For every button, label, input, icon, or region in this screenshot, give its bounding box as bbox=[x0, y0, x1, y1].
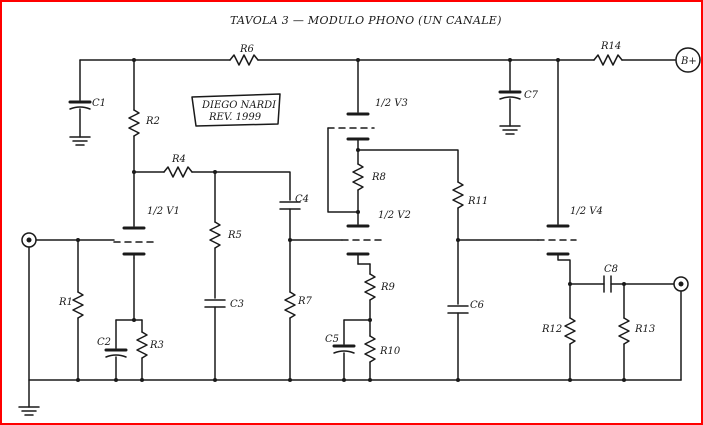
resistor-r11 bbox=[452, 181, 464, 241]
author-stamp-revision: REV. 1999 bbox=[208, 112, 262, 123]
label-v1: 1/2 V1 bbox=[147, 206, 180, 217]
input-terminal[interactable] bbox=[21, 232, 37, 248]
capacitor-c5 bbox=[332, 319, 356, 381]
label-r5: R5 bbox=[227, 230, 242, 241]
label-c5: C5 bbox=[325, 334, 339, 345]
resistor-r2 bbox=[128, 59, 140, 173]
label-c3: C3 bbox=[230, 299, 244, 310]
label-c2: C2 bbox=[97, 337, 111, 348]
author-stamp: DIEGO NARDI REV. 1999 bbox=[191, 93, 281, 127]
top-supply-rail bbox=[79, 54, 676, 66]
schematic-title: TAVOLA 3 — MODULO PHONO (UN CANALE) bbox=[230, 14, 502, 27]
resistor-r8 bbox=[352, 149, 364, 213]
label-r7: R7 bbox=[297, 296, 313, 307]
resistor-r9 bbox=[364, 263, 376, 321]
label-c6: C6 bbox=[470, 300, 485, 311]
capacitor-c3 bbox=[204, 299, 226, 381]
resistor-r7 bbox=[284, 239, 296, 381]
capacitor-c8 bbox=[603, 275, 675, 293]
label-c7: C7 bbox=[524, 90, 539, 101]
label-r10: R10 bbox=[379, 346, 401, 357]
output-terminal[interactable] bbox=[673, 276, 689, 381]
tube-v4 bbox=[537, 59, 577, 285]
label-c4: C4 bbox=[295, 194, 309, 205]
tube-v2 bbox=[341, 211, 383, 265]
bplus-terminal[interactable]: B+ bbox=[675, 47, 701, 73]
label-r6: R6 bbox=[239, 44, 255, 55]
ground-rail bbox=[18, 246, 682, 416]
label-r3: R3 bbox=[149, 340, 164, 351]
capacitor-c2 bbox=[104, 319, 128, 381]
label-v4: 1/2 V4 bbox=[570, 206, 603, 217]
label-r9: R9 bbox=[380, 282, 396, 293]
resistor-r12 bbox=[564, 283, 576, 381]
resistor-r5 bbox=[209, 171, 221, 299]
label-c1: C1 bbox=[92, 98, 106, 109]
label-r4: R4 bbox=[171, 154, 186, 165]
capacitor-c4 bbox=[279, 201, 301, 241]
resistor-r10 bbox=[364, 319, 376, 381]
capacitor-c6 bbox=[447, 239, 469, 381]
bplus-label: B+ bbox=[680, 56, 697, 67]
resistor-r1 bbox=[72, 239, 84, 381]
label-v2: 1/2 V2 bbox=[378, 210, 411, 221]
resistor-r3 bbox=[136, 319, 148, 381]
label-r1: R1 bbox=[58, 297, 73, 308]
label-r13: R13 bbox=[634, 324, 655, 335]
label-c8: C8 bbox=[604, 264, 618, 275]
resistor-r4 bbox=[163, 166, 291, 201]
capacitor-c7 bbox=[498, 59, 522, 135]
label-r8: R8 bbox=[371, 172, 386, 183]
tube-v1 bbox=[113, 171, 155, 259]
author-stamp-name: DIEGO NARDI bbox=[201, 100, 277, 111]
label-r2: R2 bbox=[145, 116, 160, 127]
resistor-r13 bbox=[618, 283, 630, 381]
label-r14: R14 bbox=[600, 41, 621, 52]
label-r11: R11 bbox=[467, 196, 488, 207]
label-r12: R12 bbox=[541, 324, 562, 335]
label-v3: 1/2 V3 bbox=[375, 98, 408, 109]
capacitor-c1 bbox=[68, 59, 92, 146]
tube-v3 bbox=[327, 59, 375, 151]
